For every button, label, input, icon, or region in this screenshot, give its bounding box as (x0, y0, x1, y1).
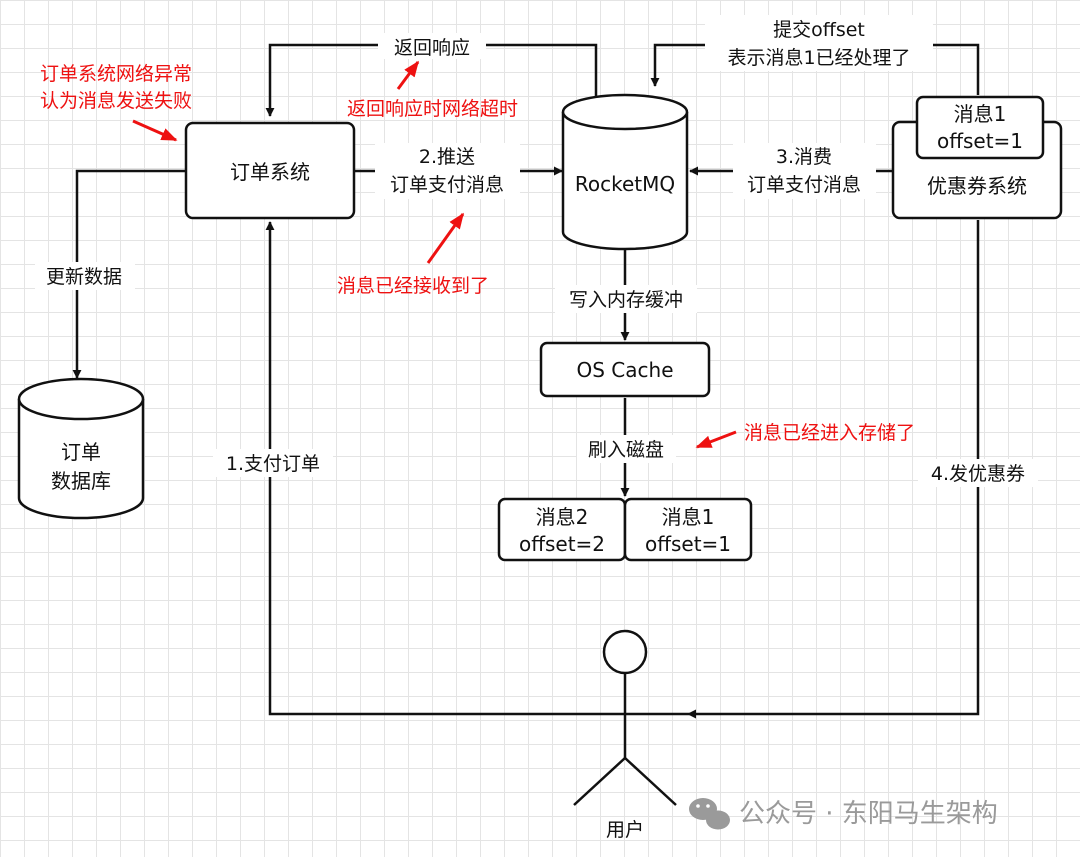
label-push-line1: 2.推送 (419, 146, 475, 168)
order-system-box (184, 121, 356, 220)
order-system-label: 订单系统 (230, 160, 310, 184)
edge-pay-order (265, 221, 566, 716)
label-consume-line1: 3.消费 (776, 146, 832, 168)
disk-message1-box (623, 497, 753, 562)
label-return-response: 返回响应 (394, 37, 470, 59)
message1-label-line1: 消息1 (954, 102, 1007, 126)
edge-update-data (72, 169, 186, 379)
wechat-icon (689, 798, 730, 830)
label-pay-order: 1.支付订单 (226, 453, 320, 475)
disk-message2-line1: 消息2 (536, 505, 589, 529)
coupon-system-label: 优惠券系统 (927, 174, 1027, 198)
annotation-network-error-line1: 订单系统网络异常 (40, 63, 192, 85)
annotation-network-error-line2: 认为消息发送失败 (40, 90, 192, 112)
red-arrow-msg-received (426, 212, 465, 264)
user-stick-figure (566, 629, 688, 806)
label-issue-coupon: 4.发优惠券 (931, 463, 1025, 485)
order-db-label-line1: 订单 (61, 440, 101, 464)
label-commit-line2: 表示消息1已经处理了 (727, 47, 910, 69)
edge-issue-coupon (687, 220, 980, 719)
watermark-text: 公众号 · 东阳马生架构 (739, 799, 998, 829)
disk-message1-line2: offset=1 (645, 532, 731, 556)
order-database-cylinder (17, 377, 145, 520)
message1-box (915, 95, 1045, 160)
os-cache-box (539, 341, 711, 398)
order-db-label-line2: 数据库 (51, 469, 111, 493)
red-arrow-msg-stored (695, 430, 737, 449)
annotation-msg-received: 消息已经接收到了 (337, 275, 489, 297)
os-cache-label: OS Cache (577, 358, 674, 382)
label-commit-line1: 提交offset (773, 19, 865, 41)
disk-message1-line1: 消息1 (662, 505, 715, 529)
user-label: 用户 (606, 819, 644, 841)
annotation-msg-stored: 消息已经进入存储了 (744, 422, 915, 444)
label-flush-disk: 刷入磁盘 (588, 439, 664, 461)
disk-message2-line2: offset=2 (519, 532, 605, 556)
rocketmq-label: RocketMQ (575, 172, 675, 196)
rocketmq-cylinder (561, 93, 689, 251)
label-consume-line2: 订单支付消息 (747, 174, 861, 196)
label-write-cache: 写入内存缓冲 (569, 289, 683, 311)
annotation-response-timeout: 返回响应时网络超时 (347, 98, 518, 120)
red-arrow-network-error (132, 119, 178, 142)
label-update-data: 更新数据 (46, 266, 122, 288)
message1-label-line2: offset=1 (937, 129, 1023, 153)
red-arrow-response-timeout (396, 60, 420, 90)
label-push-line2: 订单支付消息 (390, 174, 504, 196)
